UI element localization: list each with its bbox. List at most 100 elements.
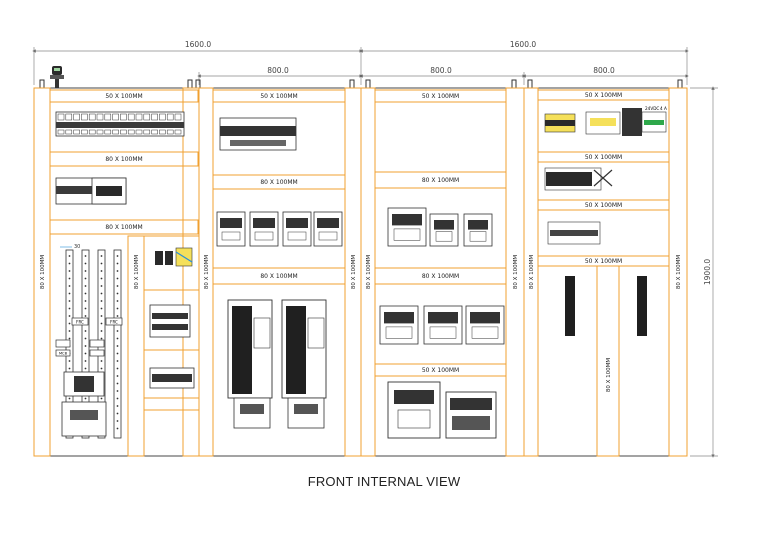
duct-vertical [668,87,688,457]
bus-bar-hole [84,285,87,287]
bus-bar-hole [68,255,71,257]
bus-bar-hole [68,397,71,400]
bus-bar-hole [116,367,119,370]
bus-bar-hole [68,307,71,310]
duct-horizontal [212,267,346,285]
duct-horizontal [537,151,670,163]
bus-bar-hole [84,367,87,370]
bus-bar-hole [68,277,71,280]
relay-group-sec4 [544,167,613,191]
bus-bar-hole [84,360,87,362]
terminal [135,129,143,135]
bus-bar-hole [116,345,119,347]
bus-bar-hole [116,375,119,377]
terminal [57,113,65,121]
bus-bar-hole [116,352,119,355]
duct-vertical [33,87,51,457]
bus-bar-hole [116,427,119,430]
bus-bar-hole [116,412,119,415]
bus-bar-hole [84,277,87,280]
terminal [65,113,73,121]
controller-display [220,218,242,228]
bus-bar-hole [68,270,71,272]
terminal [104,113,112,121]
bus-bar-hole [84,330,87,332]
vfd-tag-left: FRC [76,320,84,325]
duct-horizontal [374,89,507,103]
controller-modules-sec3 [379,207,505,345]
terminal [112,113,119,121]
bus-bar-hole [116,277,119,280]
bus-bar-hole [100,330,103,332]
controller-display [384,312,414,324]
duct-label: 50 X 100MM [422,367,459,374]
vfd-drive-left [227,299,273,429]
terminal [143,129,151,135]
duct-horizontal [49,151,199,167]
bus-bar-hole [116,315,119,317]
dim-section-4: 800.0 [593,66,615,75]
bus-bar-hole [68,337,71,340]
bus-bar-hole [116,390,119,392]
terminal [127,113,135,121]
bus-bar-hole [100,285,103,287]
terminal [81,129,88,135]
duct-label: 80 X 100MM [422,177,459,184]
controller-port [393,228,421,241]
bus-bar-hole [100,300,103,302]
duct-label: 80 X 100MM [422,273,459,280]
terminal [159,129,166,135]
terminal [174,129,182,135]
controller-display [286,218,308,228]
duct-label: 80 X 100MM [105,156,142,163]
top-dimensions [32,47,718,458]
bus-bar-hole [68,300,71,302]
terminal [81,113,88,121]
bus-bar-hole [68,292,71,295]
terminal [57,129,65,135]
bus-bar-hole [68,315,71,317]
controller-modules-sec2 [216,211,343,247]
bus-bar-hole [84,352,87,355]
bus-bar-hole [116,285,119,287]
controller-port [469,231,487,242]
bus-bar-hole [100,315,103,317]
controller-module [249,211,279,247]
bus-bar-hole [100,322,103,325]
bus-bar-hole [100,360,103,362]
psu-label: 24VDC [645,106,659,111]
terminal [73,113,80,121]
duct-label-vertical: 80 X 100MM [529,255,535,290]
terminal-block-row [55,111,185,137]
duct-horizontal [49,89,199,103]
bus-bar-hole [100,307,103,310]
terminal [159,113,166,121]
vfd-drive-right [281,299,327,429]
dim-top-left: 1600.0 [185,40,211,49]
bus-bar-hole [100,397,103,400]
terminal [73,129,80,135]
mcb-tag: MCB [59,352,68,356]
duct-box [143,397,200,411]
controller-port [471,326,499,339]
controller-module [282,211,312,247]
duct-horizontal [374,171,507,189]
terminal [112,129,119,135]
duct-horizontal [537,89,670,101]
bus-bar-hole [100,270,103,272]
duct-label: 50 X 100MM [105,93,142,100]
terminal [65,129,73,135]
terminal-group-sec4 [547,221,601,245]
controller-module [216,211,246,247]
duct-label-vertical: 80 X 100MM [351,255,357,290]
terminal [135,113,143,121]
duct-label: 80 X 100MM [260,179,297,186]
controller-display [428,312,458,324]
terminal [96,129,104,135]
bus-bar [81,249,90,439]
bus-bar-hole [68,360,71,362]
bus-bar-hole [116,300,119,302]
terminal [174,113,182,121]
controller-display [317,218,339,228]
